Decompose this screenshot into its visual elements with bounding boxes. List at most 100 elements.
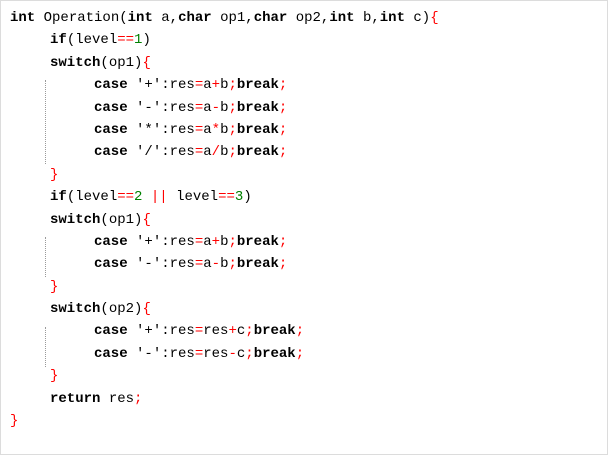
code-token: res xyxy=(169,233,195,250)
code-token: - xyxy=(211,99,221,116)
code-line[interactable]: } xyxy=(1,164,607,186)
code-token: - xyxy=(228,345,237,362)
code-token: ; xyxy=(228,99,237,116)
code-token: case xyxy=(94,323,128,340)
code-token: = xyxy=(194,345,204,362)
code-token: == xyxy=(218,189,235,206)
code-line[interactable]: switch(op1){ xyxy=(1,209,607,231)
code-token: 1 xyxy=(134,32,143,49)
code-token: || xyxy=(150,189,168,206)
code-line[interactable]: switch(op1){ xyxy=(1,52,607,74)
code-token: case xyxy=(94,345,128,362)
code-token: ; xyxy=(245,345,254,362)
code-token: * xyxy=(211,121,221,138)
code-line[interactable]: } xyxy=(1,410,607,432)
code-token: int xyxy=(127,10,153,26)
code-token: } xyxy=(50,278,59,295)
code-line[interactable]: } xyxy=(1,365,607,387)
code-token: level xyxy=(167,189,219,206)
code-token: / xyxy=(211,144,221,161)
code-token: a xyxy=(203,121,212,138)
code-token: break xyxy=(236,233,279,250)
code-token: : xyxy=(161,256,170,273)
code-token: res xyxy=(203,323,229,340)
code-token: res xyxy=(203,345,229,362)
code-token: ( xyxy=(100,301,109,318)
code-line[interactable]: } xyxy=(1,276,607,298)
code-token: '-' xyxy=(127,99,162,116)
indent-guide-switch-op2 xyxy=(45,327,46,367)
code-token: '-' xyxy=(127,256,162,273)
code-line[interactable]: case '+':res=a+b;break; xyxy=(1,231,607,253)
code-token: b xyxy=(220,233,229,250)
code-line[interactable]: return res; xyxy=(1,388,607,410)
code-line[interactable]: case '+':res=res+c;break; xyxy=(1,320,607,342)
code-line[interactable]: if(level==1) xyxy=(1,29,607,51)
code-token: : xyxy=(161,323,170,340)
code-token: ; xyxy=(278,233,288,250)
code-token: ( xyxy=(100,211,109,228)
code-token: , xyxy=(371,10,380,26)
code-token: a xyxy=(203,256,212,273)
code-token: break xyxy=(236,256,279,273)
code-token: ( xyxy=(119,10,128,26)
code-token: = xyxy=(194,99,204,116)
code-token: ; xyxy=(228,121,237,138)
code-editor[interactable]: int Operation(int a,char op1,char op2,in… xyxy=(1,7,607,432)
code-token: int xyxy=(10,10,36,26)
code-line[interactable]: case '/':res=a/b;break; xyxy=(1,141,607,163)
code-token: == xyxy=(117,189,135,206)
code-token: + xyxy=(211,77,221,94)
code-token: return xyxy=(50,390,101,407)
code-token: '-' xyxy=(127,345,162,362)
code-token: ; xyxy=(134,390,143,407)
code-token: ( xyxy=(66,32,76,49)
code-token: ) xyxy=(243,189,252,206)
code-token: switch xyxy=(50,301,101,318)
code-line[interactable]: case '+':res=a+b;break; xyxy=(1,74,607,96)
code-token: b xyxy=(220,121,229,138)
code-token: a xyxy=(203,144,212,161)
code-line[interactable]: case '*':res=a*b;break; xyxy=(1,119,607,141)
code-line[interactable]: case '-':res=res-c;break; xyxy=(1,343,607,365)
code-token: = xyxy=(194,144,204,161)
code-token xyxy=(142,189,150,205)
code-token: = xyxy=(194,323,204,340)
code-token: break xyxy=(253,323,296,340)
code-token: level xyxy=(75,32,118,49)
code-token: int xyxy=(379,10,405,26)
code-token: = xyxy=(194,233,204,250)
code-token: if xyxy=(50,189,67,206)
code-line[interactable]: case '-':res=a-b;break; xyxy=(1,97,607,119)
code-token: level xyxy=(75,189,118,206)
code-token: , xyxy=(245,10,254,26)
code-token: break xyxy=(236,99,279,116)
code-token: ; xyxy=(295,345,305,362)
code-token: b xyxy=(220,99,229,116)
code-token: int xyxy=(329,10,355,26)
code-line[interactable]: if(level==2 || level==3) xyxy=(1,186,607,208)
code-token: '+' xyxy=(127,233,162,250)
code-token: res xyxy=(169,77,195,94)
code-token: if xyxy=(50,32,67,49)
code-token: : xyxy=(161,121,170,138)
code-token: '+' xyxy=(127,77,162,94)
code-token: case xyxy=(94,256,128,273)
code-token: res xyxy=(100,390,135,407)
code-token: = xyxy=(194,256,204,273)
code-token: } xyxy=(10,413,19,430)
code-line[interactable]: case '-':res=a-b;break; xyxy=(1,253,607,275)
code-token: switch xyxy=(50,54,101,71)
code-line[interactable]: int Operation(int a,char op1,char op2,in… xyxy=(1,7,607,29)
code-line[interactable]: switch(op2){ xyxy=(1,298,607,320)
code-token: ; xyxy=(278,99,288,116)
code-token: ) xyxy=(134,301,143,318)
code-token: 2 xyxy=(134,189,143,206)
code-token: { xyxy=(142,54,151,71)
code-token: = xyxy=(194,77,204,94)
code-token: ; xyxy=(278,144,288,161)
code-token: a xyxy=(203,233,212,250)
code-token: ; xyxy=(245,323,254,340)
code-token: a xyxy=(152,10,170,26)
code-token: '/' xyxy=(127,144,162,161)
